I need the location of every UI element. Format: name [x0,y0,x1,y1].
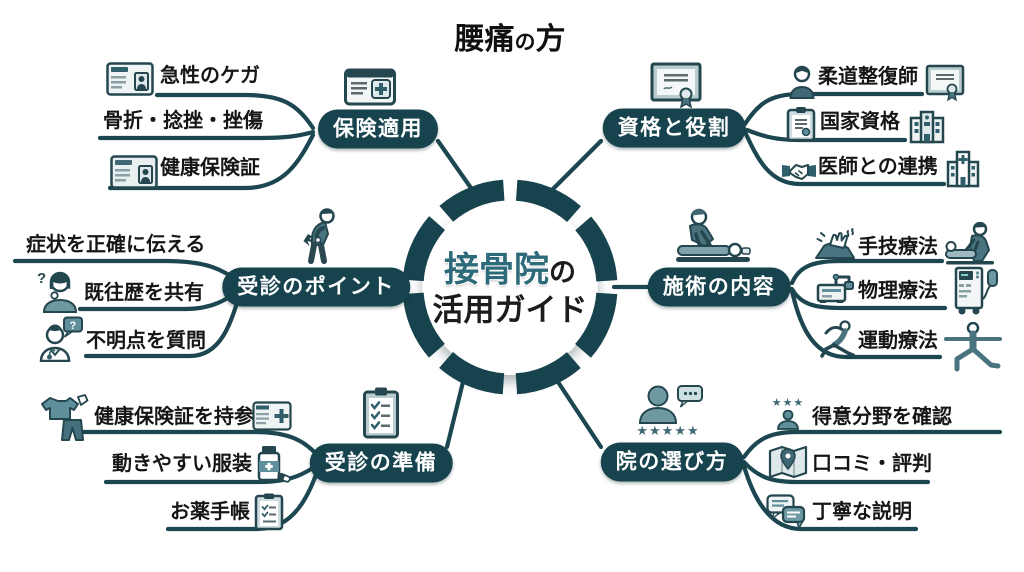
leaf-label: 国家資格 [820,111,900,133]
leaf-label: 得意分野を確認 [812,406,952,428]
hub-title-line1: 接骨院の [433,249,588,291]
chat-bubbles-icon [766,494,806,530]
hub-title-line2: 活用ガイド [432,292,588,328]
medicine-notebook-icon [254,493,284,531]
insurance-card-icon [110,155,158,189]
woman-question-icon: ? [37,270,78,313]
person-stars-icon [777,410,799,430]
hub-title: 接骨院の 活用ガイド [433,249,588,328]
leaf-label: 物理療法 [858,280,938,302]
yoga-warrior-icon [944,322,1002,372]
building-icon [909,110,945,144]
pill-bottle-icon [257,446,291,483]
back-pain-person-icon [303,208,335,264]
svg-text:?: ? [37,270,46,287]
massage-scene-icon [945,222,994,265]
physio-arm-machine-icon [816,273,854,303]
leaf-label: 骨折・捻挫・挫傷 [103,110,263,132]
title-main: 腰痛 [454,23,515,56]
title-particle: の [514,31,536,54]
page-title: 腰痛の方 [455,14,566,58]
leaf-label: 既往歴を共有 [84,282,204,304]
node-shikaku: 資格と役割 [602,108,746,148]
stretching-icon [820,320,855,358]
clothes-icon [41,394,89,441]
hospital-icon [946,150,980,188]
three-stars-icon: ★★★ [771,397,805,409]
certificate-icon [650,62,702,108]
svg-text:?: ? [70,320,77,332]
leaf-label: 動きやすい服装 [112,453,252,475]
leaf-label: 医師との連携 [818,156,938,178]
node-hoken: 保険適用 [318,109,438,149]
insurance-card-icon [106,62,154,96]
insurance-card-icon [252,401,292,431]
massage-table-icon [676,208,751,262]
title-suffix: 方 [535,23,566,56]
leaf-label: お薬手帳 [170,501,250,523]
leaf-label: 柔道整復師 [818,66,918,88]
map-pin-icon [768,445,808,479]
five-stars-icon: ★★★★★ [636,423,700,438]
node-jushin-point: 受診のポイント [222,267,410,307]
hub-circle [422,199,598,375]
review-person-icon [638,385,703,424]
hub-title-main: 接骨院 [443,250,549,290]
node-junbi: 受診の準備 [309,443,453,483]
certificate-icon [925,64,965,102]
hands-press-icon [815,228,855,259]
leaf-label: 丁寧な説明 [812,501,912,523]
leaf-label: 健康保険証 [160,157,260,179]
hub-title-particle: の [549,257,576,288]
physio-cart-icon [954,266,998,315]
person-bust-icon [789,65,815,99]
node-erabikata: 院の選び方 [600,442,744,482]
leaf-label: 不明点を質問 [86,330,206,352]
leaf-label: 急性のケガ [160,65,260,87]
doctor-question-icon: ? [39,316,83,362]
leaf-label: 運動療法 [858,330,938,352]
medical-card-plus-icon [344,68,396,106]
leaf-label: 手技療法 [858,236,938,258]
checklist-clipboard-icon [363,387,399,439]
handshake-icon [782,164,816,180]
node-sejutsu: 施術の内容 [647,267,791,307]
clipboard-doc-icon [786,107,816,142]
leaf-label: 口コミ・評判 [812,453,932,475]
leaf-label: 健康保険証を持参 [94,406,254,428]
leaf-label: 症状を正確に伝える [26,234,206,256]
